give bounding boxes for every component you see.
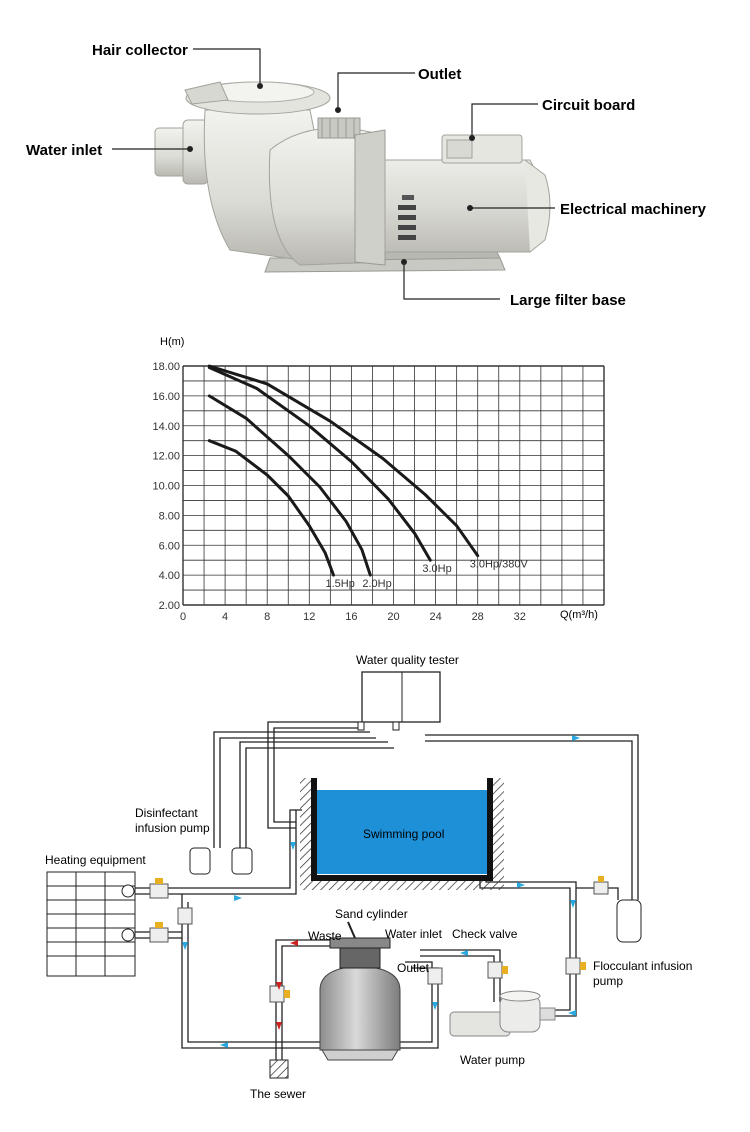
water-pump <box>449 990 556 1037</box>
sand-cylinder <box>319 921 401 1061</box>
label-waste: Waste <box>308 929 342 943</box>
x-tick-label: 4 <box>222 611 228 623</box>
series-label: 3.0Hp <box>422 563 451 575</box>
pool-system-diagram: Water quality tester Swimming pool Disin… <box>45 653 692 1101</box>
label-hair-collector: Hair collector <box>92 42 188 59</box>
pump-housing <box>268 117 386 266</box>
label-the-sewer: The sewer <box>250 1087 306 1101</box>
x-tick-label: 24 <box>429 611 441 623</box>
label-outlet: Outlet <box>418 66 461 83</box>
curve-3-0hp-380v <box>207 364 480 558</box>
label-water-inlet: Water inlet <box>26 142 102 159</box>
chart-curves <box>207 364 480 577</box>
curve-2-0hp <box>207 394 372 577</box>
x-tick-label: 28 <box>472 611 484 623</box>
curve-3-0hp <box>207 366 432 562</box>
label-electrical-machinery: Electrical machinery <box>560 201 707 218</box>
y-tick-label: 14.00 <box>152 421 180 433</box>
series-label: 1.5Hp <box>326 578 355 590</box>
y-tick-label: 12.00 <box>152 451 180 463</box>
y-tick-label: 6.00 <box>159 540 180 552</box>
x-tick-label: 12 <box>303 611 315 623</box>
chart-x-axis-label: Q(m³/h) <box>560 609 598 621</box>
label-flocculant-line1: Flocculant infusion <box>593 959 692 973</box>
y-tick-label: 8.00 <box>159 510 180 522</box>
label-outlet-sys: Outlet <box>397 961 430 975</box>
label-circuit-board: Circuit board <box>542 97 635 114</box>
heating-equipment <box>46 871 136 977</box>
label-large-filter-base: Large filter base <box>510 292 626 309</box>
y-tick-label: 2.00 <box>159 600 180 612</box>
label-water-inlet-sys: Water inlet <box>385 927 443 941</box>
disinfectant-pumps <box>189 847 253 875</box>
chart-grid <box>182 365 605 606</box>
performance-chart: 0 4 8 12 16 20 24 28 32 2.00 4.00 6.00 8.00 10.00 12.0… <box>152 336 605 623</box>
y-tick-label: 18.00 <box>152 361 180 373</box>
x-tick-label: 16 <box>345 611 357 623</box>
circuit-board-box <box>441 134 523 164</box>
flocculant-pump <box>616 899 642 943</box>
label-swimming-pool: Swimming pool <box>363 827 444 841</box>
swimming-pool <box>300 778 504 890</box>
series-label: 3.0Hp/380V <box>470 559 529 571</box>
label-disinfectant-line1: Disinfectant <box>135 806 198 820</box>
sewer <box>269 1059 289 1079</box>
label-water-quality-tester: Water quality tester <box>356 653 459 667</box>
x-tick-label: 20 <box>387 611 399 623</box>
label-sand-cylinder: Sand cylinder <box>335 907 408 921</box>
water-quality-tester <box>357 671 441 731</box>
water-inlet-pipe <box>154 119 209 185</box>
valves <box>149 876 609 1003</box>
label-check-valve: Check valve <box>452 927 518 941</box>
series-label: 2.0Hp <box>362 578 391 590</box>
pump-illustration: Hair collector Outlet Circuit board Wate… <box>26 42 707 309</box>
chart-y-axis-label: H(m) <box>160 336 184 348</box>
flow-arrows <box>182 735 580 1048</box>
curve-1-5hp <box>207 439 335 577</box>
x-tick-label: 8 <box>264 611 270 623</box>
y-tick-label: 16.00 <box>152 391 180 403</box>
waste-arrows <box>276 940 298 1030</box>
motor <box>384 159 551 253</box>
y-tick-label: 4.00 <box>159 570 180 582</box>
chart-series-labels: 1.5Hp 2.0Hp 3.0Hp 3.0Hp/380V <box>326 559 529 590</box>
x-tick-label: 32 <box>514 611 526 623</box>
chart-ticks: 0 4 8 12 16 20 24 28 32 2.00 4.00 6.00 8.00 10.00 12.0… <box>152 361 525 623</box>
x-tick-label: 0 <box>180 611 186 623</box>
label-flocculant-line2: pump <box>593 974 623 988</box>
label-water-pump: Water pump <box>460 1053 525 1067</box>
pump-leaders <box>112 48 555 300</box>
label-disinfectant-line2: infusion pump <box>135 821 210 835</box>
label-heating-equipment: Heating equipment <box>45 853 146 867</box>
y-tick-label: 10.00 <box>152 481 180 493</box>
